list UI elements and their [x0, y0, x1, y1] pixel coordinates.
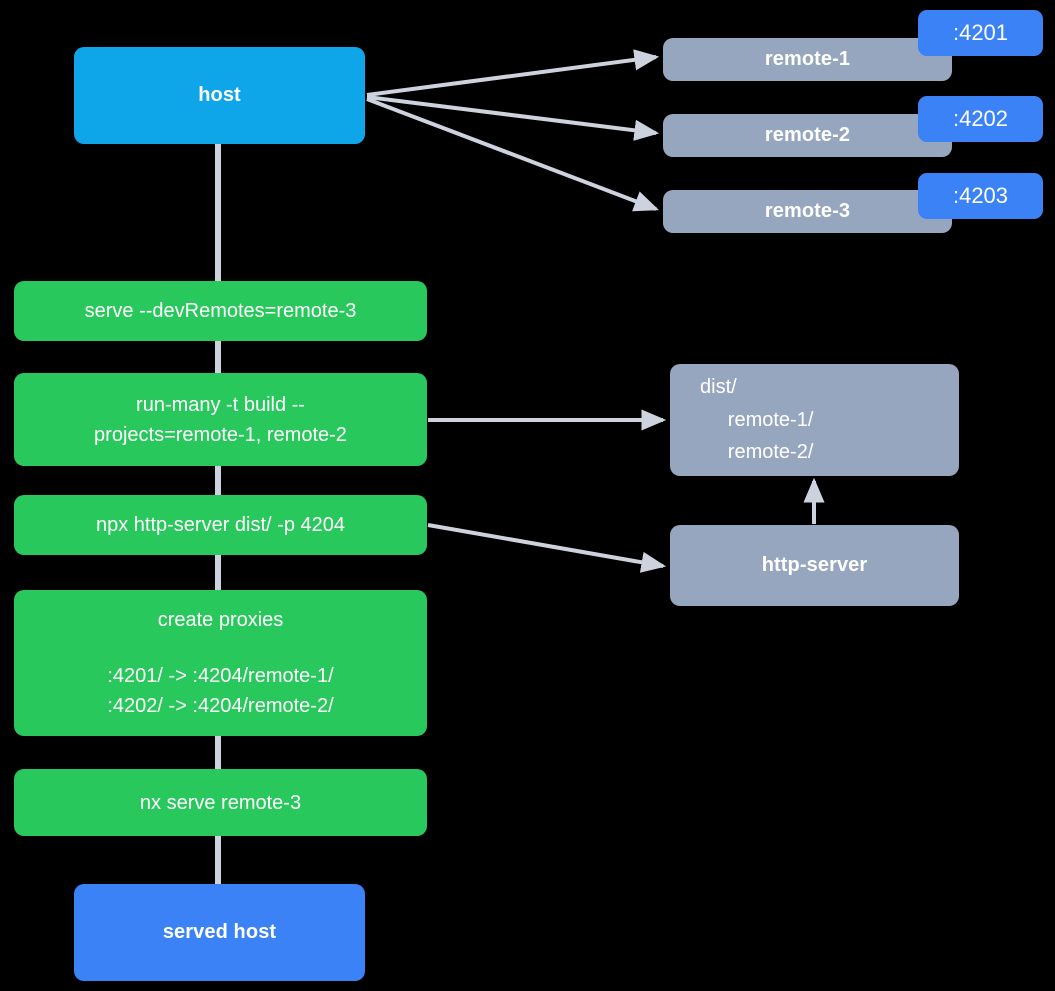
- port-badge-remote-3-label: :4203: [952, 182, 1009, 208]
- node-host[interactable]: host: [74, 47, 365, 144]
- port-badge-remote-2[interactable]: :4202: [918, 96, 1043, 142]
- dist-folder-line-3: remote-2/: [700, 441, 814, 464]
- node-served-host[interactable]: served host: [74, 884, 365, 981]
- command-nx-serve-remote-3-label: nx serve remote-3: [139, 791, 302, 814]
- command-create-proxies-mapping-2: :4202/ -> :4204/remote-2/: [107, 695, 334, 717]
- node-host-label: host: [198, 84, 241, 106]
- dist-folder-line-2: remote-1/: [700, 408, 814, 431]
- node-http-server[interactable]: http-server: [670, 525, 959, 606]
- node-remote-1-label: remote-1: [764, 48, 851, 70]
- port-badge-remote-2-label: :4202: [952, 105, 1009, 131]
- command-create-proxies-mapping-1: :4201/ -> :4204/remote-1/: [107, 665, 334, 687]
- node-served-host-label: served host: [162, 921, 277, 943]
- node-remote-3[interactable]: remote-3: [663, 190, 952, 233]
- edge-host-to-remote-1: [366, 49, 660, 97]
- node-remote-1[interactable]: remote-1: [663, 38, 952, 81]
- edge-host-to-remote-3: [366, 97, 659, 212]
- node-http-server-label: http-server: [761, 554, 868, 576]
- node-command-run-many[interactable]: run-many -t build -- projects=remote-1, …: [14, 373, 427, 466]
- node-remote-2[interactable]: remote-2: [663, 114, 952, 157]
- port-badge-remote-3[interactable]: :4203: [918, 173, 1043, 219]
- command-run-many-line-2: projects=remote-1, remote-2: [94, 423, 347, 446]
- node-command-npx-http-server[interactable]: npx http-server dist/ -p 4204: [14, 495, 427, 555]
- port-badge-remote-1-label: :4201: [952, 19, 1009, 45]
- command-npx-http-server-label: npx http-server dist/ -p 4204: [95, 514, 345, 536]
- node-dist-folder[interactable]: dist/ remote-1/ remote-2/: [670, 364, 959, 476]
- node-command-serve-dev-remotes[interactable]: serve --devRemotes=remote-3: [14, 281, 427, 341]
- node-command-create-proxies[interactable]: create proxies :4201/ -> :4204/remote-1/…: [14, 590, 427, 736]
- edge-host-to-remote-2: [366, 95, 660, 141]
- command-create-proxies-title: create proxies: [157, 609, 284, 631]
- edge-npx-to-http-server: [427, 523, 667, 573]
- node-remote-2-label: remote-2: [764, 124, 851, 146]
- command-run-many-line-1: run-many -t build --: [136, 393, 305, 416]
- dist-folder-line-1: dist/: [700, 376, 737, 399]
- node-remote-3-label: remote-3: [764, 200, 851, 222]
- command-serve-dev-remotes-label: serve --devRemotes=remote-3: [84, 300, 357, 322]
- node-command-nx-serve-remote-3[interactable]: nx serve remote-3: [14, 769, 427, 836]
- port-badge-remote-1[interactable]: :4201: [918, 10, 1043, 56]
